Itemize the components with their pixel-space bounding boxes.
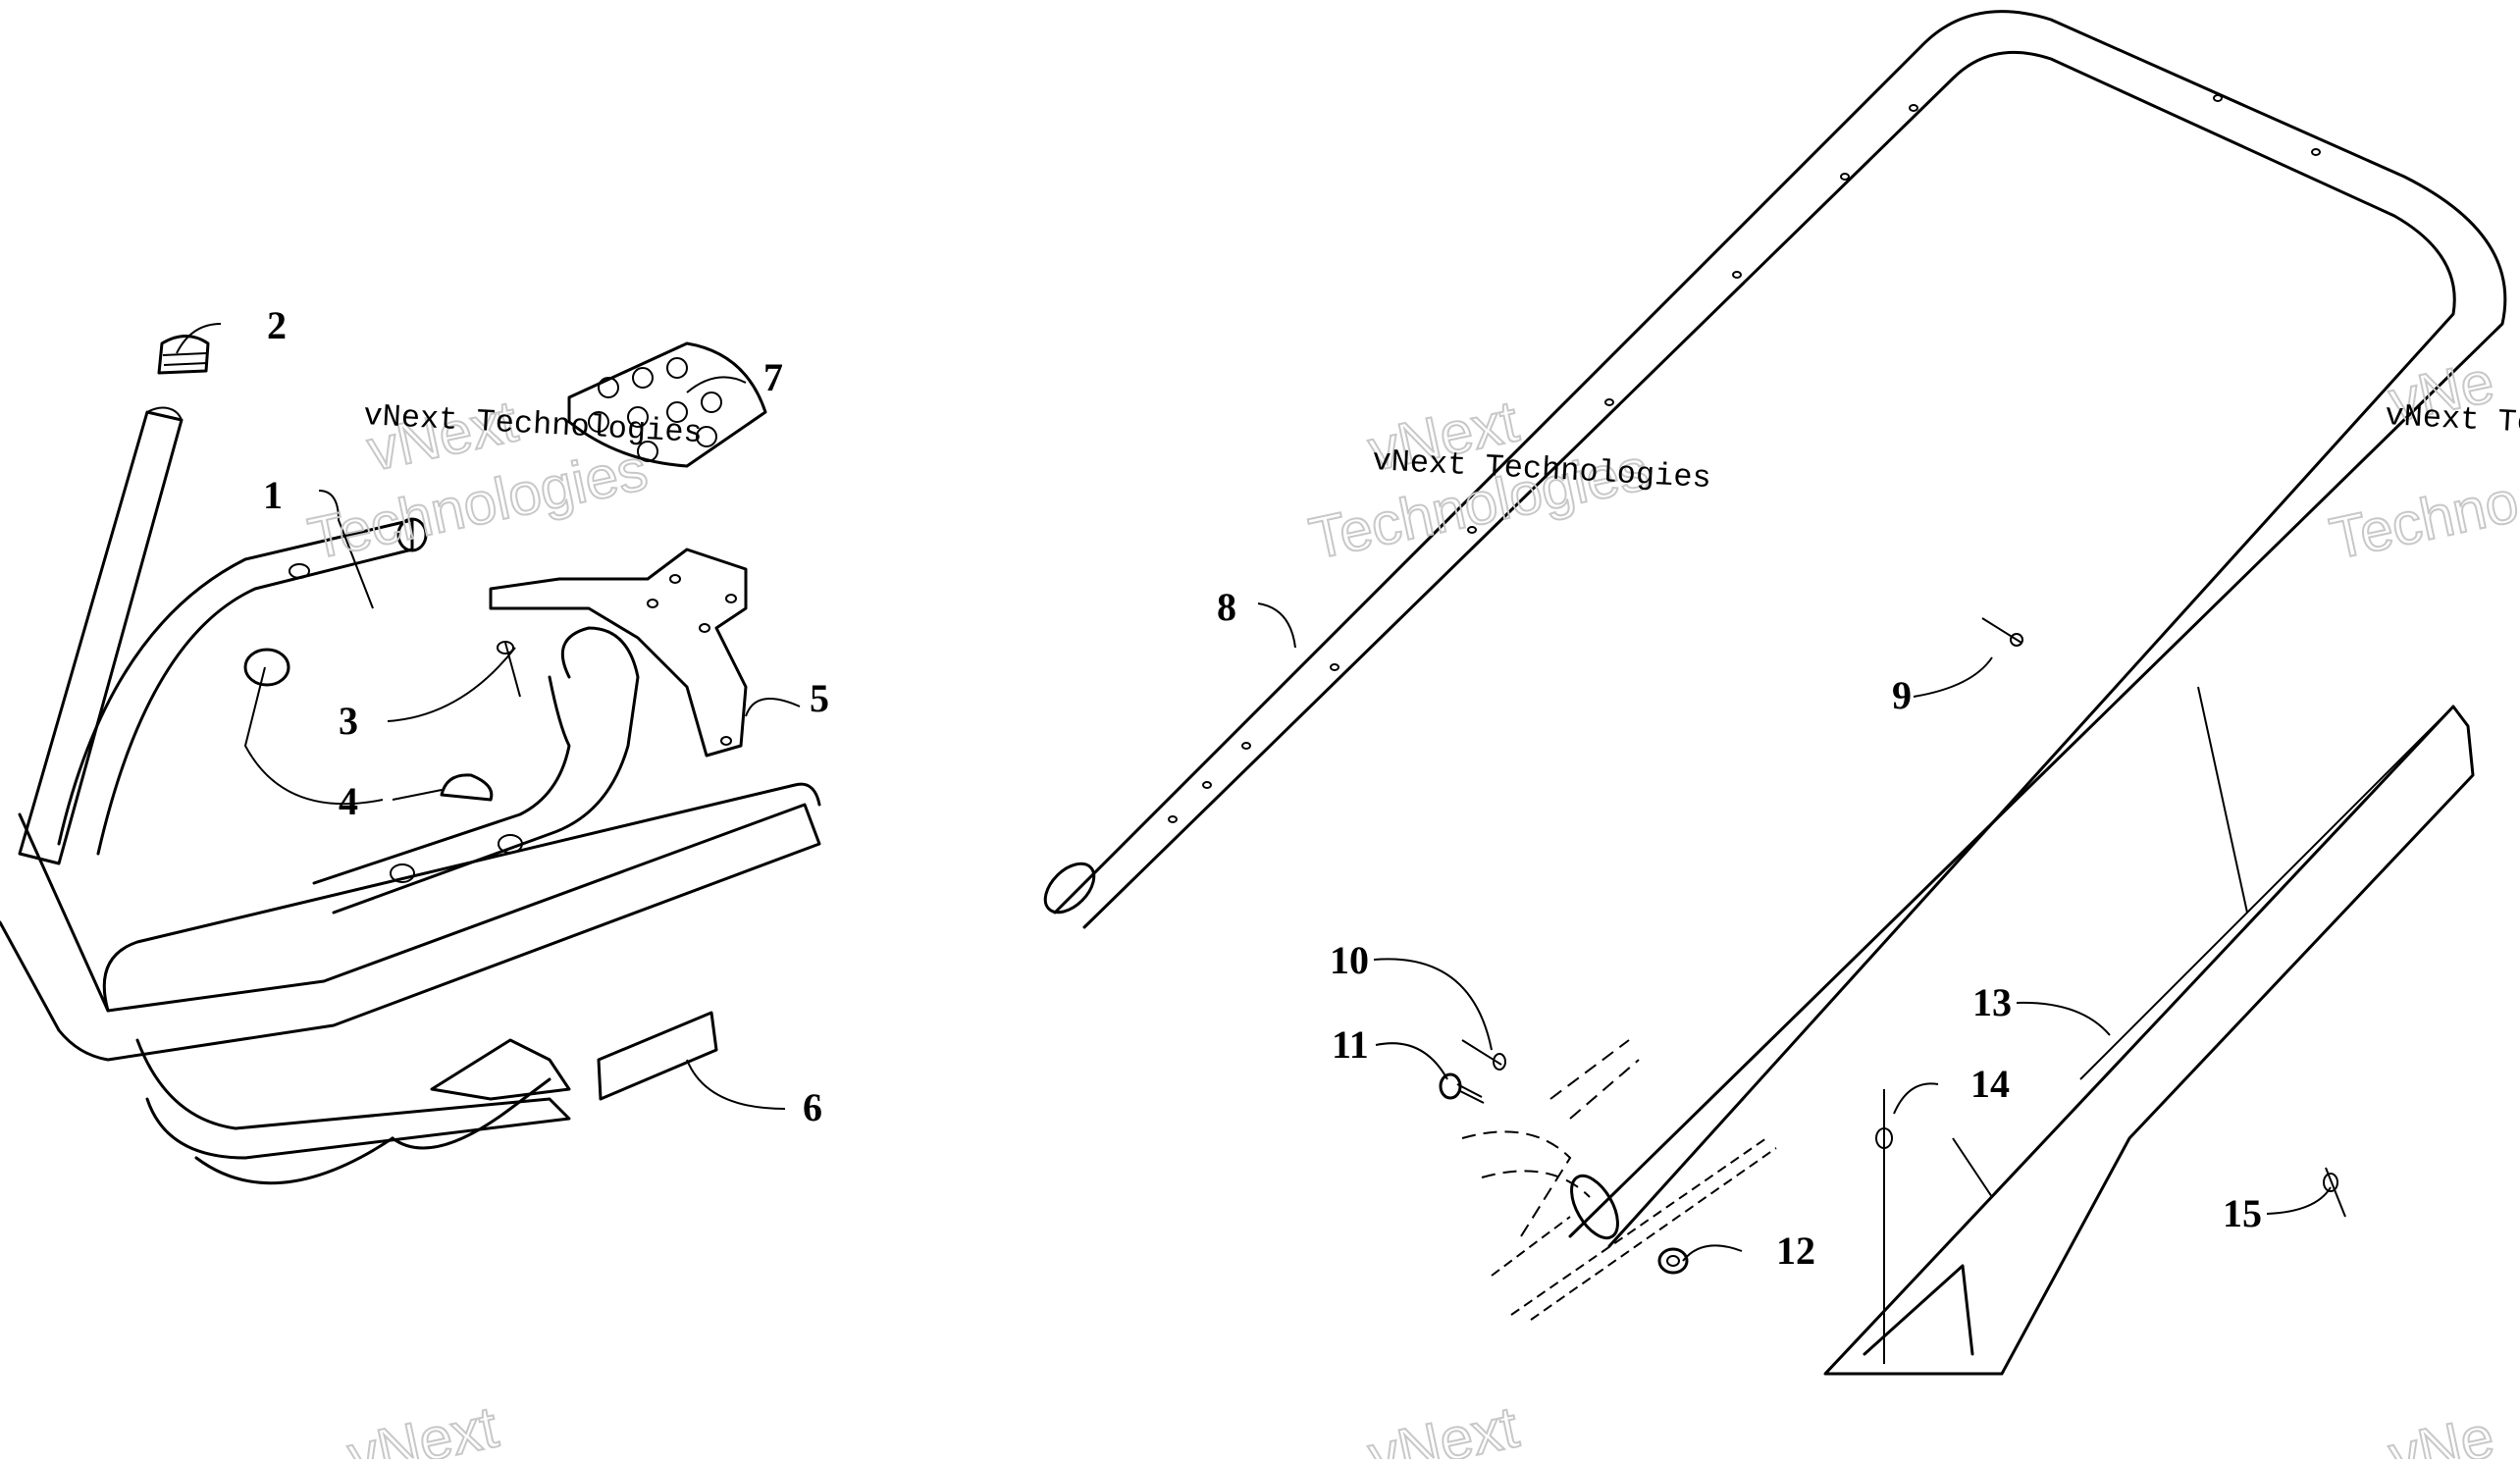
callout-11: 11 (1332, 1022, 1369, 1067)
bumper-frame-outer (0, 803, 821, 1062)
chassis-reference-hatching (1461, 1039, 1777, 1321)
left-bumper-assembly (0, 335, 821, 1185)
callout-4: 4 (339, 779, 358, 823)
callout-2: 2 (267, 303, 287, 347)
rivet-part-9 (1981, 617, 2023, 647)
u-frame-tube-part-8 (1043, 10, 2507, 1248)
watermark-big-partial-line2: Techno (2325, 468, 2520, 572)
decal-part-6 (597, 1011, 718, 1101)
leader-lines (176, 323, 2332, 1262)
watermark-big-bottom-left: vNext (342, 1393, 503, 1459)
rivet-part-15 (2323, 1167, 2346, 1218)
callout-9: 9 (1892, 673, 1912, 717)
callout-numbers: 1 2 3 4 5 6 7 8 9 10 11 12 13 14 15 (263, 303, 2262, 1273)
callout-14: 14 (1970, 1062, 2010, 1106)
rivet-part-10 (1461, 1039, 1506, 1071)
callout-13: 13 (1972, 980, 2012, 1024)
callout-5: 5 (810, 676, 829, 720)
long-tube (18, 410, 184, 865)
callout-10: 10 (1330, 938, 1369, 982)
callout-12: 12 (1776, 1229, 1815, 1273)
callout-6: 6 (803, 1085, 822, 1129)
nut-part-12 (1657, 1247, 1689, 1275)
screw-part-11 (1439, 1072, 1485, 1104)
callout-1: 1 (263, 473, 283, 517)
watermarks: vNext Technologies vNext Technologies vN… (302, 347, 2520, 1464)
callout-8: 8 (1217, 585, 1236, 629)
bracket-part-5 (489, 548, 748, 758)
plug-part-4 (243, 648, 494, 802)
callout-15: 15 (2223, 1191, 2262, 1235)
callout-3: 3 (339, 699, 358, 743)
watermark-big-bottom-center: vNext (1363, 1393, 1524, 1459)
pin-part-3 (497, 641, 521, 698)
rivet-part-14 (1875, 1089, 1893, 1364)
watermark-big-bottom-right: vNe (2384, 1403, 2499, 1459)
watermark-company-partial: vNext Tec (2384, 397, 2520, 443)
hardware-kit-part-7 (567, 341, 767, 468)
skid-rail-part-15 (1823, 705, 2475, 1376)
callout-7: 7 (763, 355, 783, 399)
